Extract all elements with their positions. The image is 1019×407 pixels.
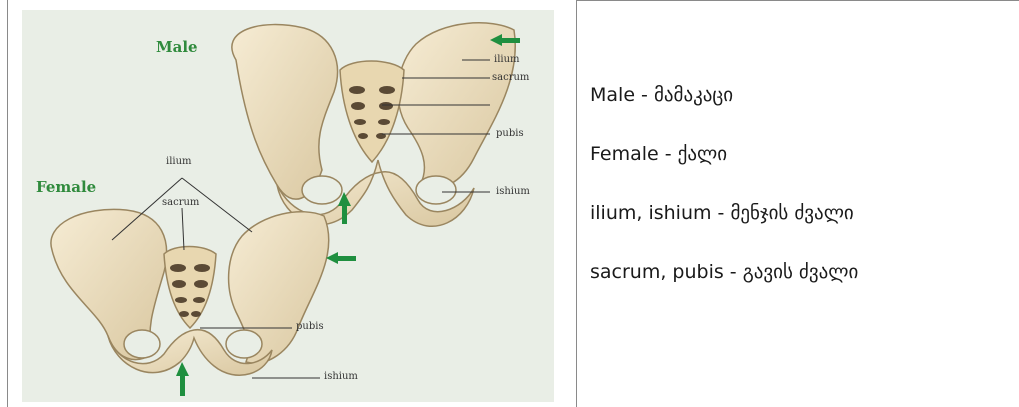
pelvis-figure: Male Female ilium sacrum pubis ishium il…	[22, 10, 554, 402]
legend-row-ilium-ishium: ilium, ishium - მენჯის ძვალი	[590, 184, 1015, 243]
female-ishium-label: ishium	[324, 371, 358, 382]
legend-row-sacrum-pubis: sacrum, pubis - გავის ძვალი	[590, 243, 1015, 302]
legend-row-male: Male - მამაკაცი	[590, 66, 1015, 125]
translation-list: Male - მამაკაცი Female - ქალი ilium, ish…	[590, 66, 1015, 302]
male-pubis-label: pubis	[496, 128, 524, 139]
table-left-border	[7, 0, 8, 407]
male-pelvis	[232, 23, 515, 226]
pelvis-illustration	[22, 10, 554, 402]
female-sacrum-label: sacrum	[162, 197, 199, 208]
male-sacrum-label: sacrum	[492, 72, 529, 83]
female-ilium-label: ilium	[166, 156, 192, 167]
male-title: Male	[156, 38, 198, 56]
female-pubis-label: pubis	[296, 321, 324, 332]
female-pelvis	[51, 209, 329, 375]
table-top-border	[576, 0, 1019, 1]
legend-row-female: Female - ქალი	[590, 125, 1015, 184]
male-ishium-label: ishium	[496, 186, 530, 197]
male-ilium-label: ilium	[494, 54, 520, 65]
table-column-divider	[576, 0, 577, 407]
female-title: Female	[36, 178, 96, 196]
